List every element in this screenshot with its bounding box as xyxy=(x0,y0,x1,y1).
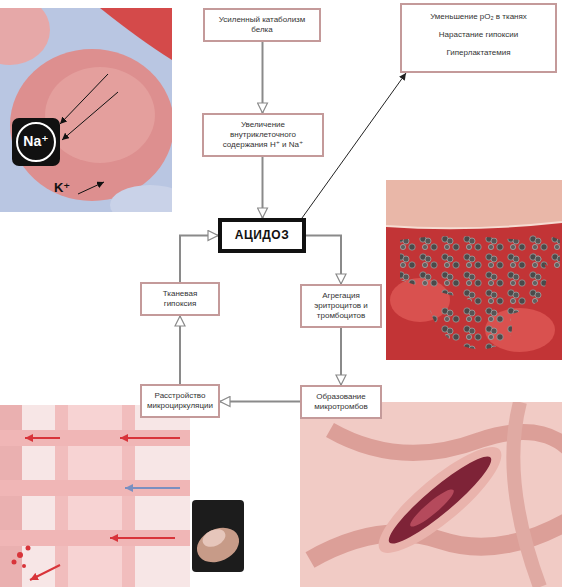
vessel-aggregation-illustration xyxy=(386,180,562,360)
cycle-arrow xyxy=(340,328,342,385)
node-text: АЦИДОЗ xyxy=(226,228,298,243)
node-text: Увеличение внутриклеточного содержания H… xyxy=(208,120,318,150)
ion-label: Na⁺ xyxy=(12,133,60,149)
process-box: Тканевая гипоксия xyxy=(140,282,220,316)
effects-box: Уменьшение pO₂ в тканяхНарастание гипокс… xyxy=(400,3,557,73)
cycle-arrow xyxy=(220,401,300,403)
cycle-arrow xyxy=(179,316,181,384)
ion-arrow xyxy=(62,92,118,140)
node-text: Уменьшение pO₂ в тканях xyxy=(406,12,551,22)
ion-arrow xyxy=(78,182,104,194)
ion-label: K⁺ xyxy=(50,180,74,195)
node-text: Нарастание гипоксии xyxy=(406,30,551,40)
cycle-arrow xyxy=(262,42,264,113)
ion-arrow xyxy=(60,74,108,124)
process-box: Усиленный катаболизм белка xyxy=(203,8,321,42)
node-text: Агрегация эритроцитов и тромбоцитов xyxy=(306,291,376,321)
cycle-arrow xyxy=(306,236,341,285)
node-text: Усиленный катаболизм белка xyxy=(209,15,315,35)
node-text: Тканевая гипоксия xyxy=(146,289,214,309)
process-box: Образование микротромбов xyxy=(300,385,382,419)
ion-icon xyxy=(12,118,60,166)
process-box: Расстройство микроциркуляции xyxy=(140,384,220,418)
node-text: Гиперлактатемия xyxy=(406,48,551,58)
central-box: АЦИДОЗ xyxy=(218,218,306,253)
cell-illustration xyxy=(0,8,172,212)
node-text: Образование микротромбов xyxy=(306,392,376,412)
process-box: Агрегация эритроцитов и тромбоцитов xyxy=(300,284,382,328)
process-box: Увеличение внутриклеточного содержания H… xyxy=(202,113,324,157)
vessel-thrombus-illustration xyxy=(300,402,562,587)
nail-photo xyxy=(191,500,244,572)
node-text: Расстройство микроциркуляции xyxy=(146,391,214,411)
cycle-arrow xyxy=(180,236,218,283)
microcirculation-illustration xyxy=(0,405,190,587)
cycle-arrow xyxy=(262,157,264,218)
